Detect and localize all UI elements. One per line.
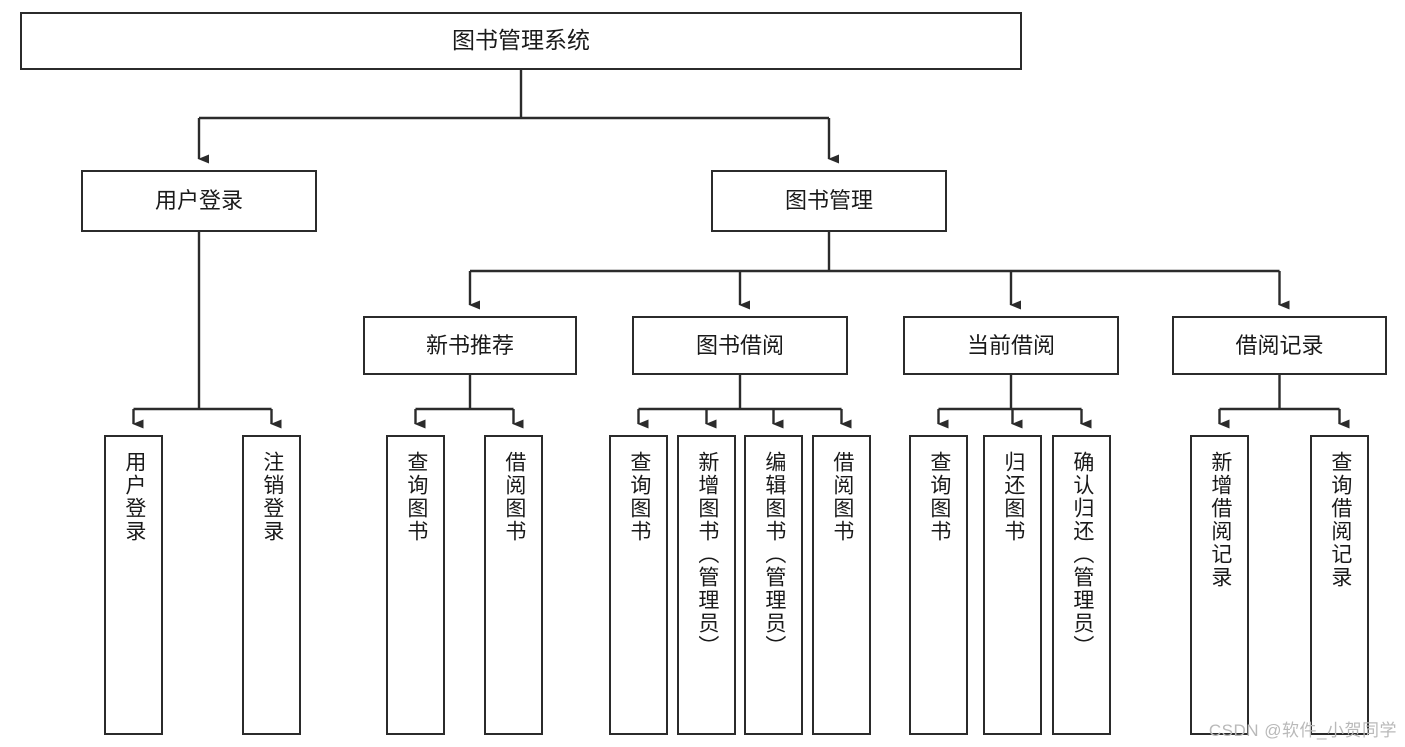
node-label: 图书管理系统 — [452, 27, 590, 54]
node-user-login[interactable]: 用户登录 — [81, 170, 317, 232]
node-leaf-bb-query[interactable]: 查询图书 — [609, 435, 668, 735]
csdn-watermark: CSDN @软件_小贺同学 — [1208, 721, 1397, 740]
node-book-borrow[interactable]: 图书借阅 — [632, 316, 848, 375]
node-leaf-cb-confirm[interactable]: 确认归还（管理员） — [1052, 435, 1111, 735]
node-label: 编辑图书（管理员） — [762, 451, 786, 658]
node-label: 用户登录 — [154, 188, 243, 214]
node-leaf-cb-return[interactable]: 归还图书 — [983, 435, 1042, 735]
node-leaf-user-logout[interactable]: 注销登录 — [242, 435, 301, 735]
node-label: 查询图书 — [927, 451, 951, 543]
node-label: 归还图书 — [1001, 451, 1025, 543]
node-label: 新增借阅记录 — [1208, 451, 1232, 589]
node-book-manage[interactable]: 图书管理 — [711, 170, 947, 232]
node-leaf-nb-query[interactable]: 查询图书 — [386, 435, 445, 735]
node-label: 确认归还（管理员） — [1070, 451, 1094, 658]
node-label: 借阅记录 — [1235, 332, 1324, 358]
node-label: 当前借阅 — [966, 332, 1055, 358]
node-new-book-rec[interactable]: 新书推荐 — [363, 316, 577, 375]
node-leaf-cb-query[interactable]: 查询图书 — [909, 435, 968, 735]
node-leaf-bb-add[interactable]: 新增图书（管理员） — [677, 435, 736, 735]
node-leaf-bl-add[interactable]: 新增借阅记录 — [1190, 435, 1249, 735]
node-label: 新书推荐 — [425, 332, 514, 358]
node-label: 注销登录 — [260, 451, 284, 543]
node-leaf-nb-borrow[interactable]: 借阅图书 — [484, 435, 543, 735]
node-label: 用户登录 — [122, 451, 146, 543]
node-label: 查询图书 — [404, 451, 428, 543]
node-label: 借阅图书 — [502, 451, 526, 543]
node-label: 新增图书（管理员） — [695, 451, 719, 658]
node-label: 借阅图书 — [830, 451, 854, 543]
node-leaf-bb-borrow[interactable]: 借阅图书 — [812, 435, 871, 735]
node-label: 查询图书 — [627, 451, 651, 543]
node-borrow-log[interactable]: 借阅记录 — [1172, 316, 1387, 375]
node-label: 查询借阅记录 — [1328, 451, 1352, 589]
node-leaf-user-login[interactable]: 用户登录 — [104, 435, 163, 735]
node-leaf-bb-edit[interactable]: 编辑图书（管理员） — [744, 435, 803, 735]
node-leaf-bl-query[interactable]: 查询借阅记录 — [1310, 435, 1369, 735]
node-label: 图书借阅 — [695, 332, 784, 358]
node-label: 图书管理 — [784, 188, 873, 214]
node-root[interactable]: 图书管理系统 — [20, 12, 1022, 70]
node-cur-borrow[interactable]: 当前借阅 — [903, 316, 1119, 375]
